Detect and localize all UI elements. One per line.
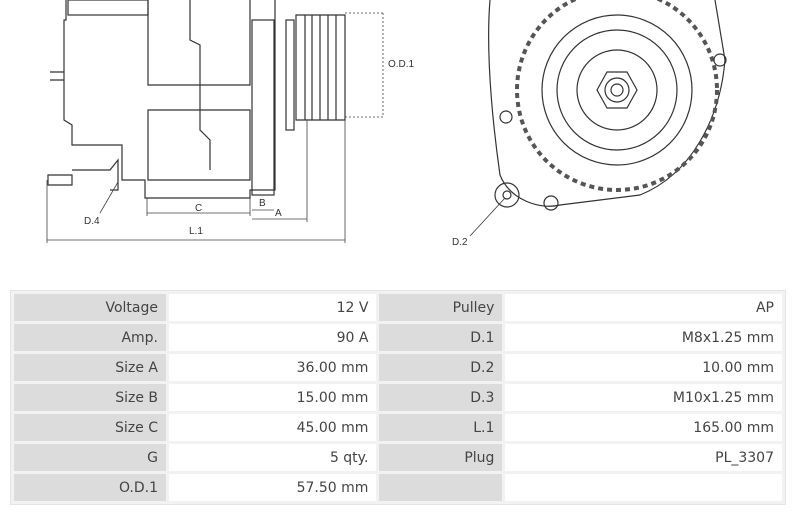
front-view [469, 0, 727, 237]
spec-value: 36.00 mm [169, 354, 377, 381]
spec-value: 15.00 mm [169, 384, 377, 411]
spec-value: 57.50 mm [169, 474, 377, 501]
spec-label: Amp. [14, 324, 166, 351]
spec-value: M10x1.25 mm [505, 384, 782, 411]
spec-value: 5 qty. [169, 444, 377, 471]
spec-label: Size A [14, 354, 166, 381]
spec-label: Size B [14, 384, 166, 411]
spec-label: D.3 [379, 384, 503, 411]
dimension-lines [46, 12, 385, 243]
spec-value: 45.00 mm [169, 414, 377, 441]
label-d2: D.2 [452, 237, 468, 248]
spec-label [379, 474, 503, 501]
label-b: B [259, 198, 266, 209]
spec-label: Plug [379, 444, 503, 471]
spec-label: Pulley [379, 294, 503, 321]
spec-value: AP [505, 294, 782, 321]
spec-value: 165.00 mm [505, 414, 782, 441]
spec-label: Voltage [14, 294, 166, 321]
spec-label: Size C [14, 414, 166, 441]
spec-label: D.1 [379, 324, 503, 351]
label-a: A [275, 208, 282, 219]
spec-label: L.1 [379, 414, 503, 441]
label-l1: L.1 [189, 226, 203, 237]
spec-value [505, 474, 782, 501]
spec-label: G [14, 444, 166, 471]
spec-value: 12 V [169, 294, 377, 321]
label-d4: D.4 [84, 216, 100, 227]
spec-value: PL_3307 [505, 444, 782, 471]
label-od1: O.D.1 [388, 59, 415, 70]
spec-value: 90 A [169, 324, 377, 351]
spec-label: O.D.1 [14, 474, 166, 501]
side-view [47, 0, 346, 199]
spec-label: D.2 [379, 354, 503, 381]
spec-value: 10.00 mm [505, 354, 782, 381]
label-c: C [195, 203, 202, 214]
alternator-technical-drawing: O.D.1 D.4 C B A L.1 D.2 [46, 0, 727, 248]
spec-value: M8x1.25 mm [505, 324, 782, 351]
